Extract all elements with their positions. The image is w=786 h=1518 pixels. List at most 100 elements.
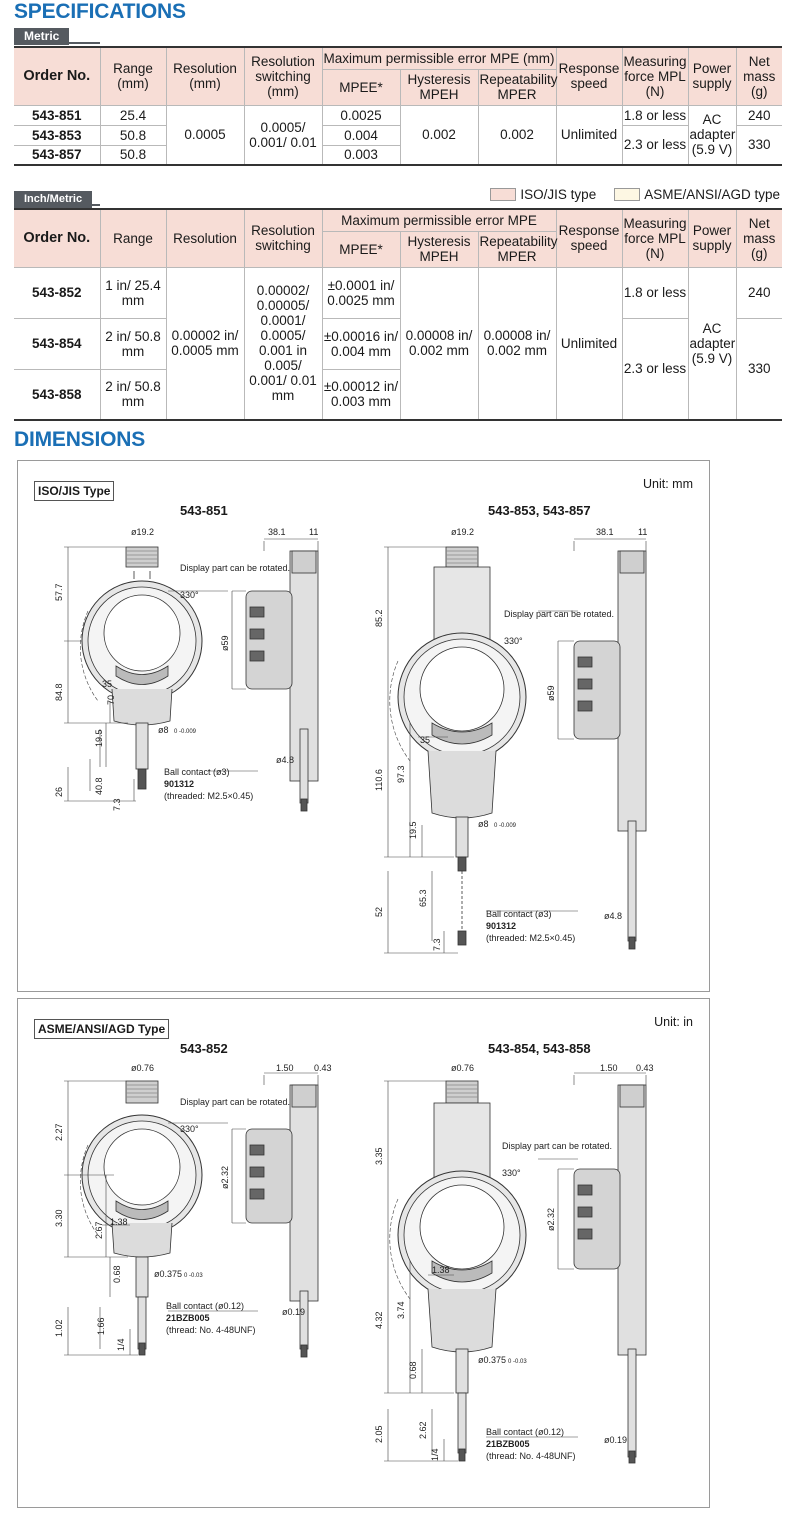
asme-a-display-note: Display part can be rotated. [180, 1097, 290, 1107]
asme-dimension-panel: ASME/ANSI/AGD Type Unit: in 543-852 543-… [17, 998, 710, 1508]
table-row: 543-854 2 in/ 50.8 mm ±0.00016 in/ 0.004… [14, 317, 782, 421]
hdr-hysteresis: Hysteresis MPEH [399, 230, 479, 268]
iso-b-stem: ø8 [478, 819, 489, 829]
force: 1.8 or less [621, 266, 689, 319]
hdr-resolution: Resolution [165, 208, 245, 268]
iso-a-side-w: 38.1 [268, 527, 286, 537]
order-no: 543-851 [14, 104, 101, 126]
order-no: 543-854 [14, 317, 101, 370]
iso-a-display-note: Display part can be rotated. [180, 563, 290, 573]
repeatability: 0.002 [477, 104, 557, 166]
iso-b-side-t: 11 [638, 527, 647, 537]
iso-b-ball: Ball contact (ø3) [486, 909, 552, 919]
iso-a-dial-r: 70 [106, 695, 116, 705]
iso-b-angle: 330° [504, 636, 523, 646]
hdr-resolution: Resolution (mm) [165, 46, 245, 106]
iso-b-side-dia: ø59 [546, 685, 556, 701]
force: 2.3 or less [621, 124, 689, 166]
asme-b-part-no: 21BZB005 [486, 1439, 530, 1449]
asme-a-side-t: 0.43 [314, 1063, 332, 1073]
hdr-mpee: MPEE* [322, 230, 401, 268]
iso-b-side-w: 38.1 [596, 527, 614, 537]
resolution: 0.00002 in/ 0.0005 mm [165, 266, 245, 421]
iso-model-b: 543-853, 543-857 [488, 503, 591, 518]
iso-a-thread: (threaded: M2.5×0.45) [164, 791, 253, 801]
res-switch: 0.0005/ 0.001/ 0.01 [243, 104, 323, 166]
asme-b-h-top: 3.35 [374, 1147, 384, 1165]
order-no: 543-857 [14, 144, 101, 166]
iso-a-angle: 330° [180, 590, 199, 600]
iso-a-h-total: 84.8 [54, 683, 64, 701]
hdr-response: Response speed [555, 46, 623, 106]
hdr-power: Power supply [687, 208, 737, 268]
asme-a-top-dia: ø0.76 [131, 1063, 154, 1073]
hdr-repeatability: Repeatability MPER [477, 230, 558, 268]
iso-b-top-dia: ø19.2 [451, 527, 474, 537]
hdr-force: Measuring force MPL (N) [621, 46, 689, 106]
order-no: 543-852 [14, 266, 101, 319]
iso-unit: Unit: mm [643, 477, 693, 491]
hdr-res-switch: Resolution switching [243, 208, 323, 268]
asme-b-stem-tol: 0 -0.03 [508, 1359, 527, 1365]
iso-model-a: 543-851 [180, 503, 228, 518]
asme-b-h-total: 4.32 [374, 1311, 384, 1329]
iso-b-h-65: 65.3 [418, 889, 428, 907]
repeatability: 0.00008 in/ 0.002 mm [477, 266, 557, 421]
asme-b-side-dia: ø2.32 [546, 1208, 556, 1231]
range: 50.8 [99, 124, 167, 146]
asme-a-h-166: 1.66 [96, 1317, 106, 1335]
asme-a-h-top: 2.27 [54, 1123, 64, 1141]
hdr-force: Measuring force MPL (N) [621, 208, 689, 268]
table-row: 543-858 2 in/ 50.8 mm ±0.00012 in/ 0.003… [14, 368, 782, 421]
asme-b-display-note: Display part can be rotated. [502, 1141, 612, 1151]
inch-spec-table: Order No. Range Resolution Resolution sw… [14, 208, 782, 421]
asme-a-h-068: 0.68 [112, 1265, 122, 1283]
iso-a-side-t: 11 [309, 527, 318, 537]
asme-b-h-205: 2.05 [374, 1425, 384, 1443]
mpee: 0.0025 [321, 104, 401, 126]
mass: 330 [735, 124, 783, 166]
asme-a-h-total: 3.30 [54, 1209, 64, 1227]
iso-a-ball: Ball contact (ø3) [164, 767, 230, 777]
iso-a-stem-tol: 0 -0.009 [174, 729, 197, 735]
inch-header-row-1: Order No. Range Resolution Resolution sw… [14, 208, 782, 268]
iso-a-part-no: 901312 [164, 779, 194, 789]
inch-metric-tag-label: Inch/Metric [14, 191, 93, 208]
order-no: 543-853 [14, 124, 101, 146]
range: 2 in/ 50.8 mm [99, 368, 167, 421]
hdr-hysteresis: Hysteresis MPEH [399, 68, 479, 106]
iso-b-part-no: 901312 [486, 921, 516, 931]
hysteresis: 0.002 [399, 104, 479, 166]
asme-b-h-262: 2.62 [418, 1421, 428, 1439]
asme-a-tip-dia: ø0.19 [282, 1307, 305, 1317]
range: 25.4 [99, 104, 167, 126]
asme-b-top-dia: ø0.76 [451, 1063, 474, 1073]
order-no: 543-858 [14, 368, 101, 421]
mpee: 0.004 [321, 124, 401, 146]
asme-swatch [614, 188, 641, 201]
asme-legend-label: ASME/ANSI/AGD type [644, 187, 780, 202]
iso-a-h-top: 57.7 [54, 583, 64, 601]
iso-swatch [490, 188, 517, 201]
asme-model-a: 543-852 [180, 1041, 228, 1056]
asme-a-side-w: 1.50 [276, 1063, 294, 1073]
iso-b-h-19: 19.5 [408, 821, 418, 839]
hysteresis: 0.00008 in/ 0.002 mm [399, 266, 479, 421]
iso-drawing: ø19.2 57.7 84.8 35 70 19.5 ø8 0 -0.009 4… [54, 527, 647, 954]
hdr-range: Range (mm) [99, 46, 167, 106]
metric-header-row-2: MPEE* Hysteresis MPEH Repeatability MPER [14, 68, 782, 106]
iso-a-h-7: 7.3 [112, 798, 122, 811]
asme-b-h-374: 3.74 [396, 1301, 406, 1319]
iso-a-side-dia: ø59 [220, 635, 230, 651]
res-switch: 0.00002/ 0.00005/ 0.0001/ 0.0005/ 0.001 … [243, 266, 323, 421]
mpee: ±0.00012 in/ 0.003 mm [321, 368, 400, 421]
asme-b-tip-dia: ø0.19 [604, 1435, 627, 1445]
response: Unlimited [555, 104, 623, 166]
hdr-repeatability: Repeatability MPER [477, 68, 558, 106]
iso-a-h-26: 26 [54, 787, 64, 797]
asme-a-h-267: 2.67 [94, 1221, 104, 1239]
mass: 240 [735, 104, 783, 126]
iso-a-tip-dia: ø4.8 [276, 755, 294, 765]
asme-type-label: ASME/ANSI/AGD Type [34, 1019, 170, 1039]
hdr-power: Power supply [687, 46, 737, 106]
